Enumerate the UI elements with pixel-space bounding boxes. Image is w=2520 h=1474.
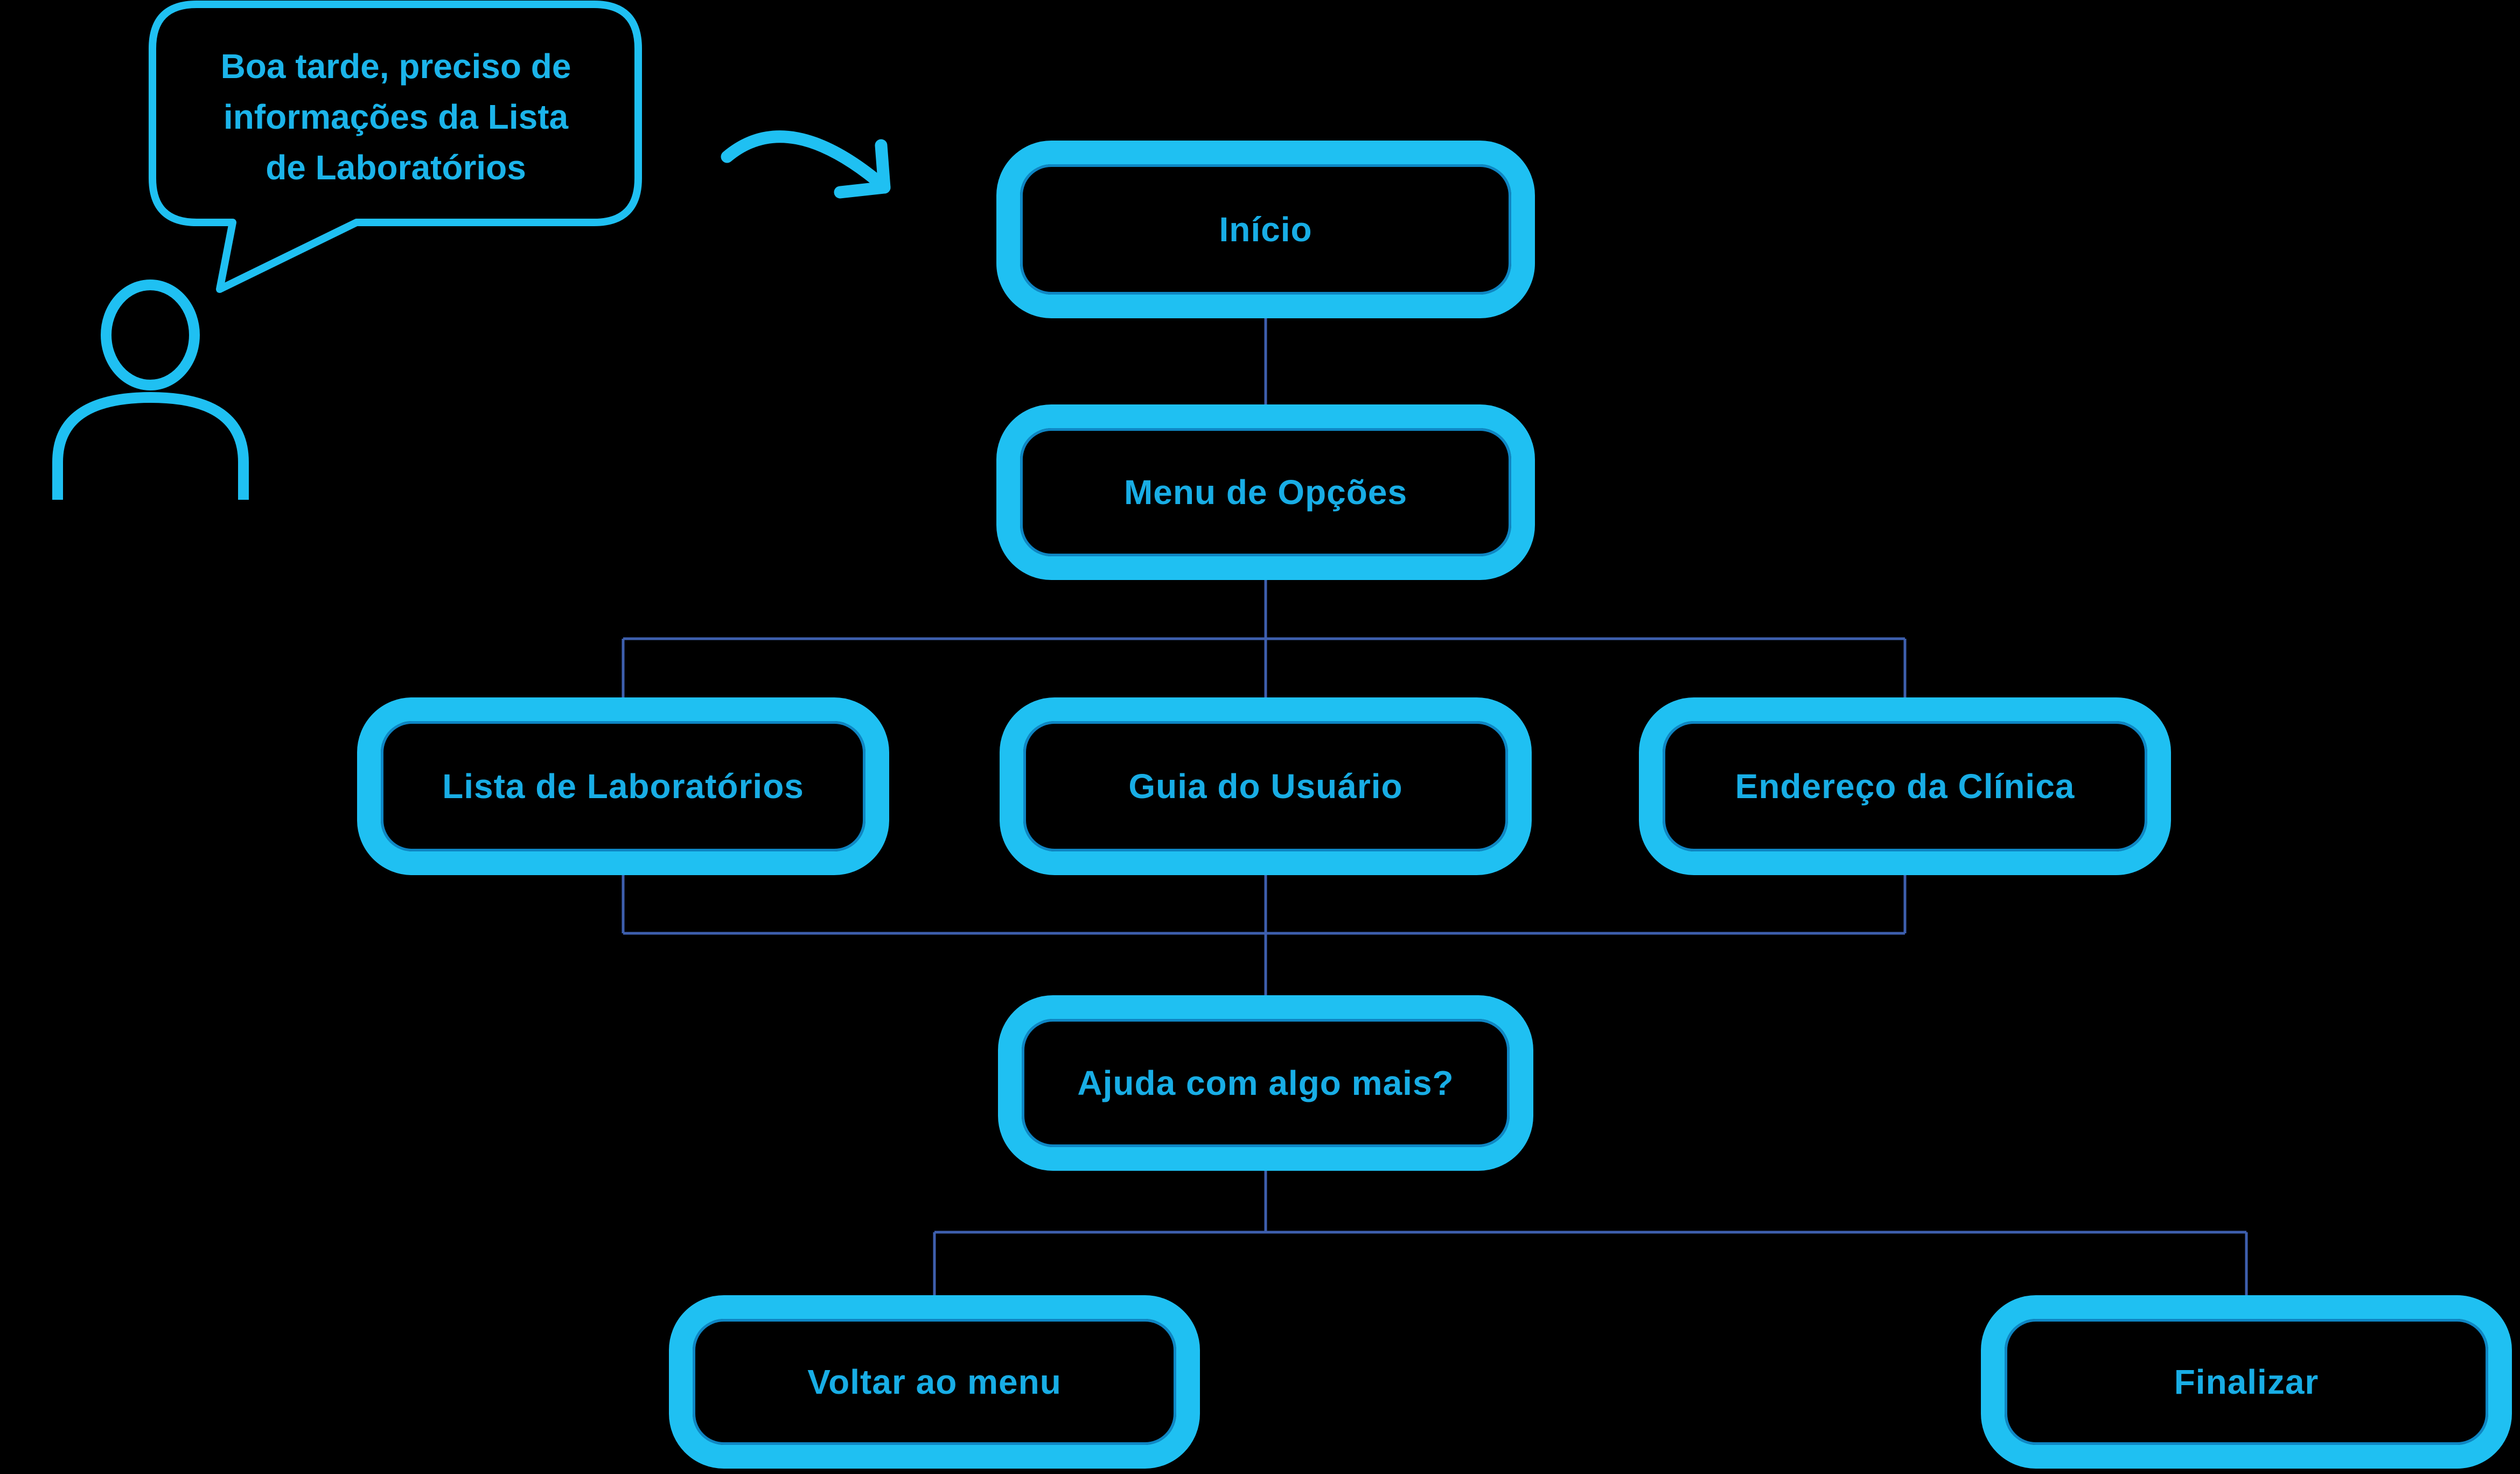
node-label: Ajuda com algo mais? (1077, 1064, 1454, 1102)
speech-bubble-text: Boa tarde, preciso de informações da Lis… (162, 28, 630, 206)
speech-bubble-line: informações da Lista (223, 97, 569, 136)
node-label: Guia do Usuário (1128, 767, 1403, 806)
node-endereco-da-clinica: Endereço da Clínica (1639, 697, 2171, 875)
node-inicio: Início (996, 141, 1535, 318)
node-finalizar: Finalizar (1981, 1295, 2512, 1469)
node-ajuda-com-algo-mais: Ajuda com algo mais? (998, 995, 1533, 1171)
speech-bubble-line: de Laboratórios (266, 148, 526, 187)
node-guia-do-usuario: Guia do Usuário (1000, 697, 1532, 875)
person-icon (52, 280, 249, 500)
node-lista-de-laboratorios: Lista de Laboratórios (357, 697, 889, 875)
node-label: Lista de Laboratórios (442, 767, 804, 806)
speech-bubble-line: Boa tarde, preciso de (220, 47, 571, 86)
node-label: Finalizar (2174, 1363, 2319, 1401)
node-label: Menu de Opções (1123, 473, 1408, 512)
connector-lines (622, 318, 2248, 1295)
arrow-icon (721, 130, 891, 199)
speech-bubble-icon (149, 1, 642, 293)
node-voltar-ao-menu: Voltar ao menu (669, 1295, 1200, 1469)
node-menu-de-opcoes: Menu de Opções (996, 404, 1535, 580)
node-label: Voltar ao menu (807, 1363, 1062, 1401)
node-label: Endereço da Clínica (1735, 767, 2075, 806)
node-label: Início (1219, 210, 1313, 249)
